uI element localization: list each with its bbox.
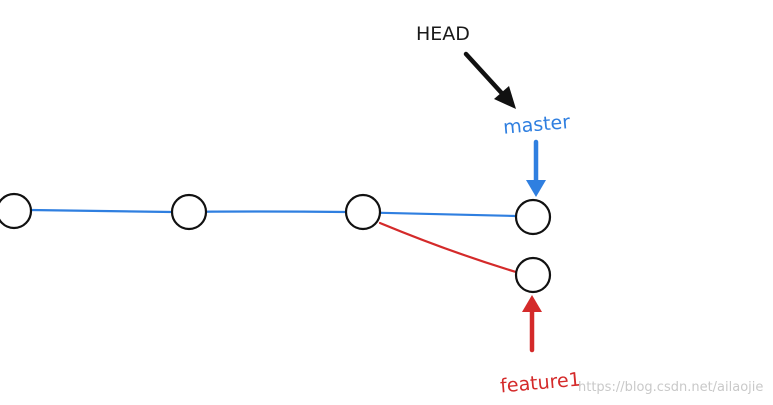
commit-node-2: [170, 193, 208, 231]
watermark-text: https://blog.csdn.net/ailaojie: [578, 380, 763, 395]
master-arrow-icon: [526, 139, 546, 197]
commit-node-1: [0, 192, 33, 230]
feature1-arrow-icon: [522, 295, 542, 353]
master-label: master: [502, 111, 571, 139]
feature1-label: feature1: [499, 368, 581, 397]
feature1-branch-line: [378, 221, 518, 274]
head-arrow-icon: [463, 51, 516, 109]
master-branch-line: [28, 208, 518, 218]
commit-node-master: [514, 198, 552, 236]
head-label: HEAD: [416, 23, 470, 45]
commit-node-3: [344, 193, 382, 231]
commit-node-feature1: [514, 256, 552, 294]
